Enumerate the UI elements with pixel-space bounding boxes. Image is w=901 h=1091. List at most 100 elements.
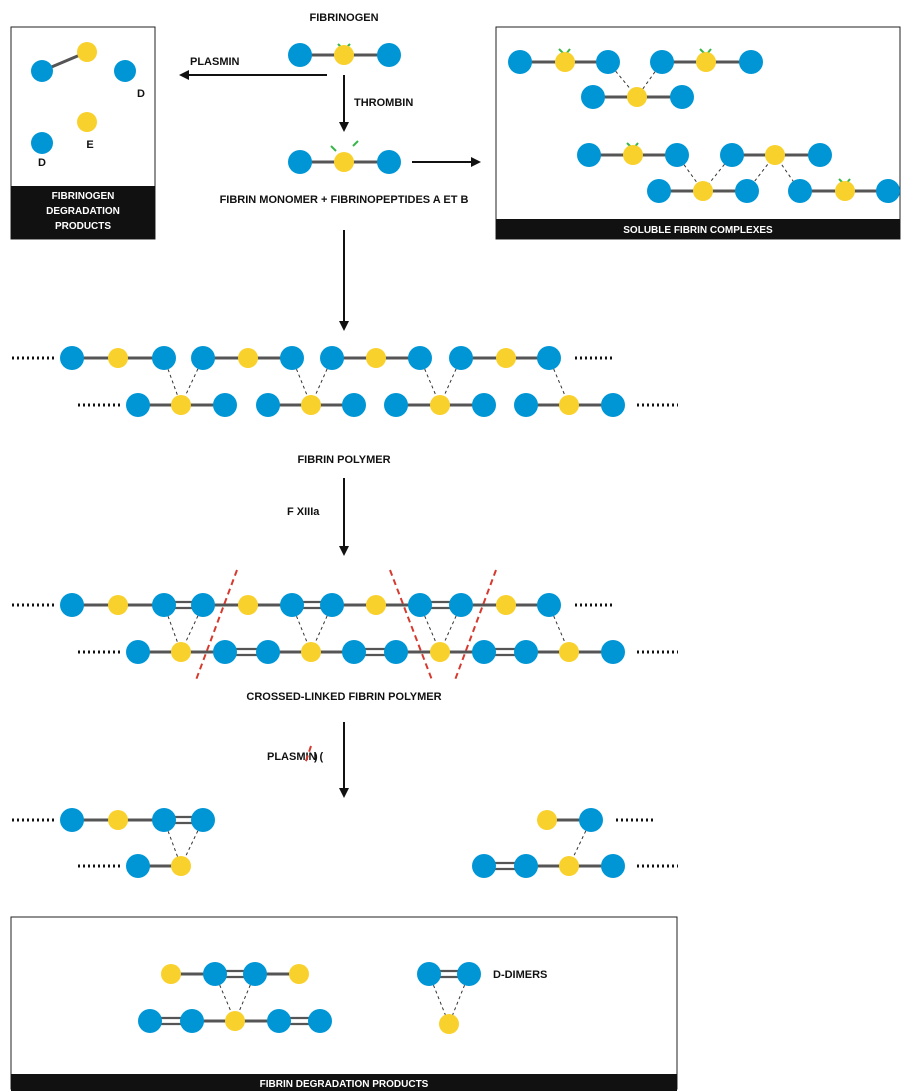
d-domain [577, 143, 601, 167]
d-domain [596, 50, 620, 74]
d-domain [808, 143, 832, 167]
d-domain [126, 854, 150, 878]
d-domain [876, 179, 900, 203]
e-domain [301, 642, 321, 662]
d-domain [31, 132, 53, 154]
soluble-title: SOLUBLE FIBRIN COMPLEXES [623, 225, 773, 236]
d-domain [514, 640, 538, 664]
d-domain [308, 1009, 332, 1033]
d-domain [472, 640, 496, 664]
e-domain [696, 52, 716, 72]
fragment-left [12, 808, 215, 878]
e-domain [334, 45, 354, 65]
crosslinked-polymer-label: CROSSED-LINKED FIBRIN POLYMER [246, 691, 441, 703]
polymerization-arrow [339, 230, 349, 331]
d-domain [408, 346, 432, 370]
fragment-right [472, 808, 678, 878]
d-dimer-d-domain [457, 962, 481, 986]
e-domain [623, 145, 643, 165]
d-domain [670, 85, 694, 109]
d-domain [288, 150, 312, 174]
d-domain [60, 346, 84, 370]
d-domain [256, 640, 280, 664]
plasmin-bottom-arrow [339, 722, 349, 798]
fdp-title-line3: PRODUCTS [55, 221, 111, 232]
d-domain [126, 393, 150, 417]
d-domain [126, 640, 150, 664]
fibrinogen-degradation-box: FIBRINOGEN DEGRADATION PRODUCTS D E D [10, 26, 156, 240]
e-domain [289, 964, 309, 984]
soluble-fibrin-complexes-box: SOLUBLE FIBRIN COMPLEXES [495, 26, 901, 240]
d-domain [377, 150, 401, 174]
plasmin-arrow [179, 70, 327, 80]
e-domain [225, 1011, 245, 1031]
d-domain [320, 346, 344, 370]
d-domain [152, 808, 176, 832]
d-domain [60, 808, 84, 832]
d-domain [213, 393, 237, 417]
fdp-title-line2: DEGRADATION [46, 206, 120, 217]
d-domain [191, 346, 215, 370]
d-domain [449, 346, 473, 370]
e-domain [171, 856, 191, 876]
d-dimers-label: D-DIMERS [493, 969, 547, 981]
e-domain [238, 348, 258, 368]
e-domain [108, 595, 128, 615]
d-domain [288, 43, 312, 67]
cleavage-line [195, 569, 238, 681]
plasmin-label: PLASMIN [190, 56, 240, 68]
e-domain [430, 395, 450, 415]
e-domain [496, 595, 516, 615]
d-domain [191, 808, 215, 832]
d-domain [31, 60, 53, 82]
d-label: D [137, 88, 145, 100]
e-domain [559, 856, 579, 876]
d-domain [180, 1009, 204, 1033]
d-domain [152, 593, 176, 617]
thrombin-label: THROMBIN [354, 97, 413, 109]
e-domain [559, 642, 579, 662]
crosslinked-fibrin-polymer [12, 569, 678, 681]
e-domain [238, 595, 258, 615]
fibrinogen-label: FIBRINOGEN [309, 12, 378, 24]
e-domain [537, 810, 557, 830]
d-domain [579, 808, 603, 832]
e-domain [108, 810, 128, 830]
d-domain [342, 393, 366, 417]
fdp-title-line1: FIBRINOGEN [52, 191, 115, 202]
d-domain [152, 346, 176, 370]
d-domain [384, 640, 408, 664]
cleavage-legend-icon [304, 745, 312, 765]
d-domain [720, 143, 744, 167]
d-domain [213, 640, 237, 664]
e-domain [693, 181, 713, 201]
d-domain [138, 1009, 162, 1033]
fibrin-polymer [12, 346, 678, 417]
d-domain [449, 593, 473, 617]
d-domain [601, 393, 625, 417]
d-domain [514, 854, 538, 878]
d-domain [280, 593, 304, 617]
d-domain [384, 393, 408, 417]
d-domain [601, 854, 625, 878]
d-domain [601, 640, 625, 664]
d-domain [665, 143, 689, 167]
e-domain [496, 348, 516, 368]
d-domain [739, 50, 763, 74]
e-domain [108, 348, 128, 368]
to-soluble-arrow [412, 157, 481, 167]
d-domain [280, 346, 304, 370]
fibrin-degradation-products-box: FIBRIN DEGRADATION PRODUCTS D-DIMERS [10, 916, 678, 1091]
e-domain [366, 595, 386, 615]
e-domain [77, 42, 97, 62]
fibrin-polymer-label: FIBRIN POLYMER [297, 454, 390, 466]
e-domain [171, 395, 191, 415]
d-domain [320, 593, 344, 617]
d-domain [60, 593, 84, 617]
d-domain [472, 854, 496, 878]
d-domain [735, 179, 759, 203]
d-domain [114, 60, 136, 82]
e-domain [835, 181, 855, 201]
f13a-label: F XIIIa [287, 506, 320, 518]
